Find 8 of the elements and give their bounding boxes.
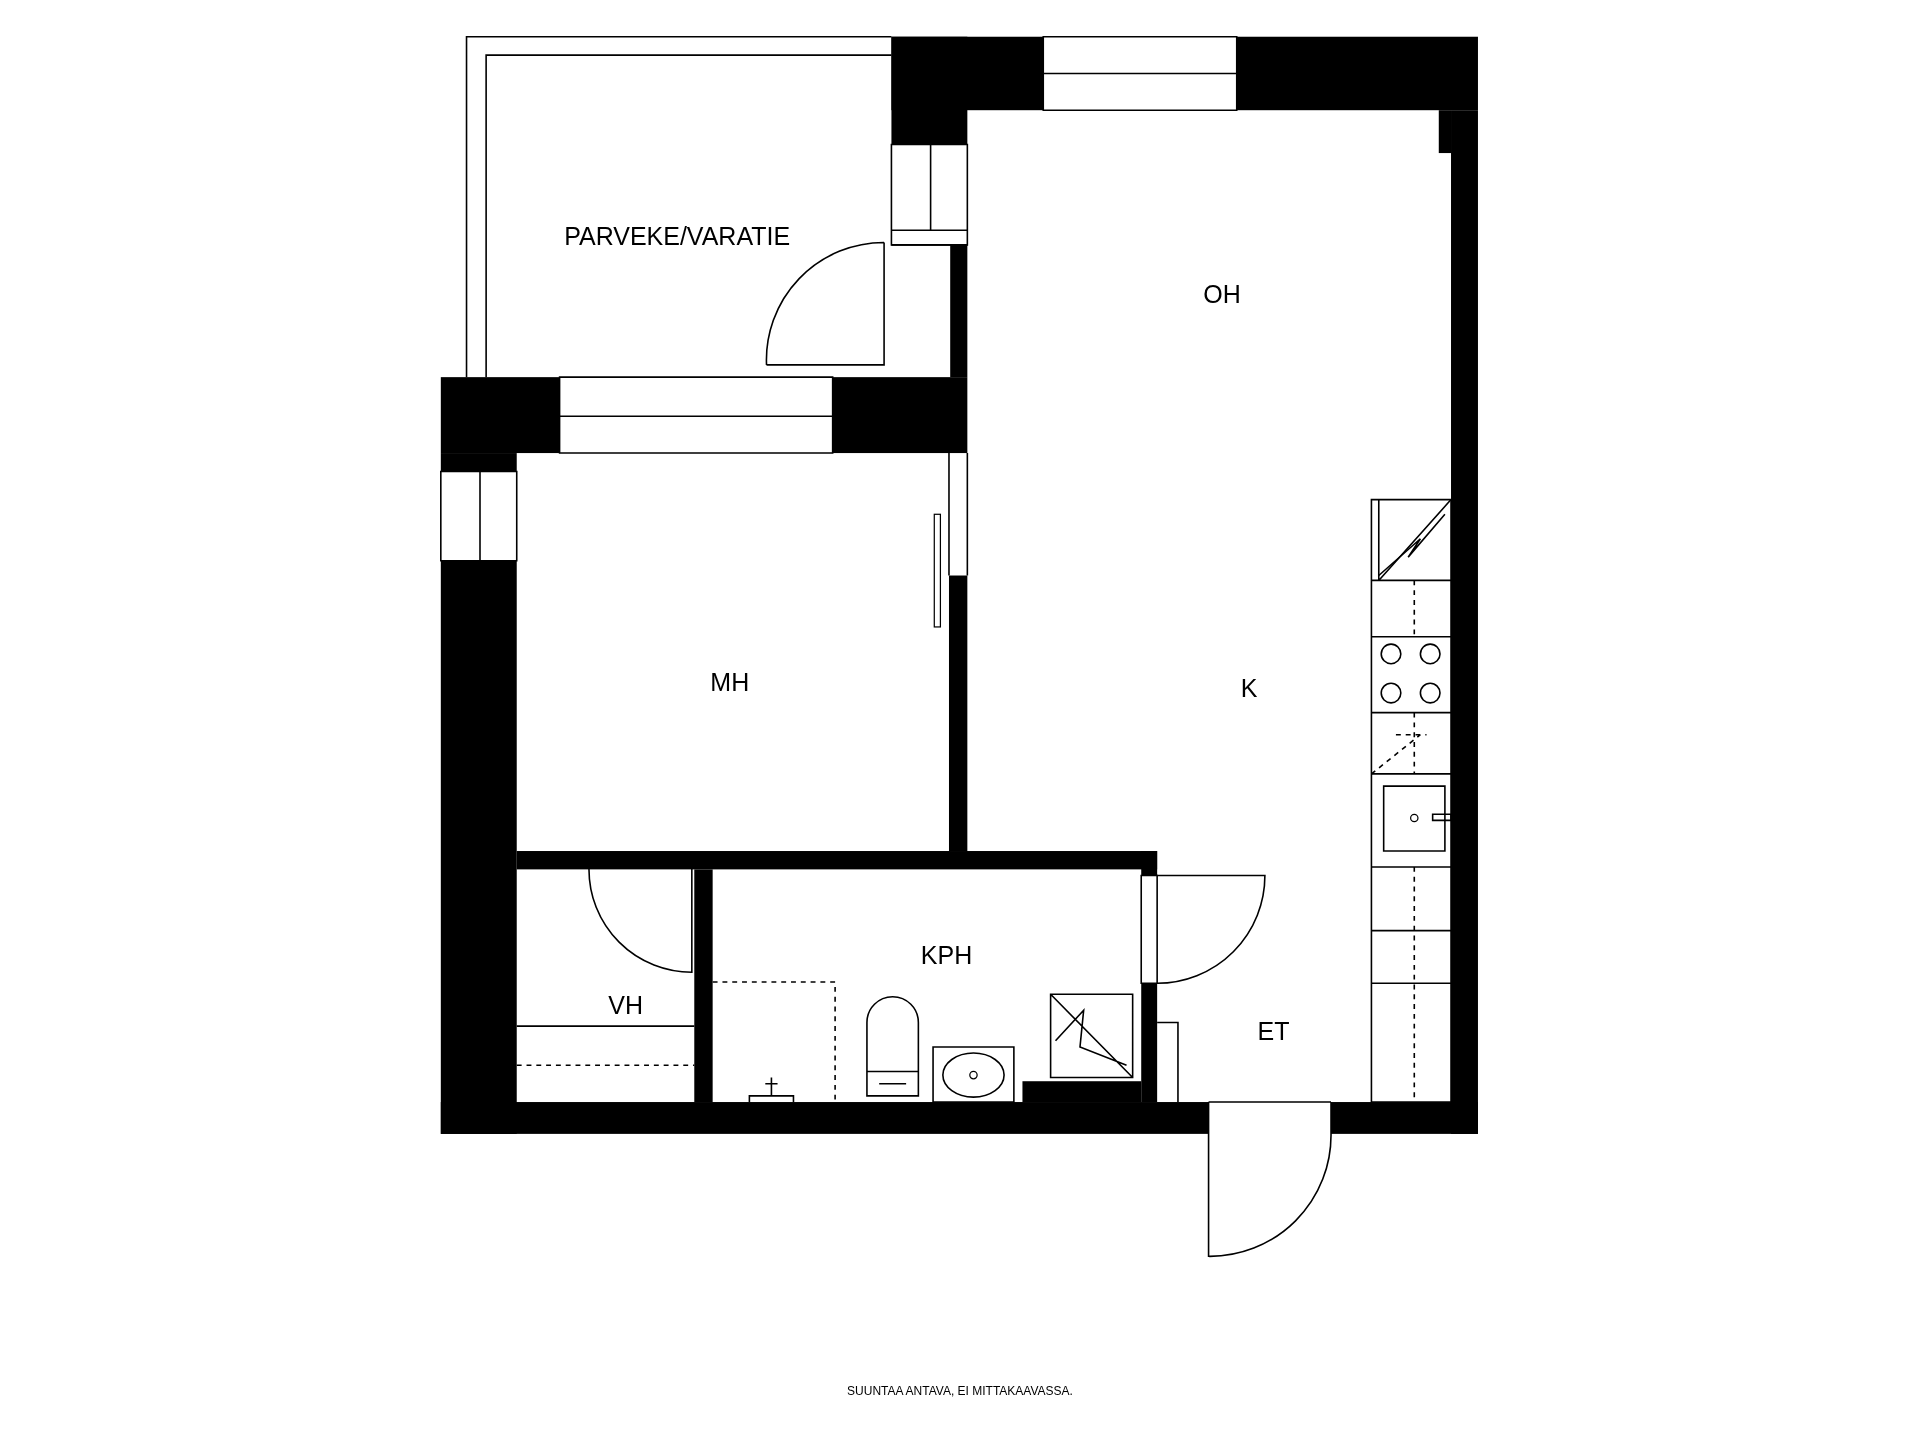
room-label: ET bbox=[1257, 1016, 1290, 1046]
room-label: MH bbox=[710, 667, 750, 697]
room-label: VH bbox=[608, 990, 644, 1020]
room-label: OH bbox=[1203, 279, 1241, 309]
note-text: SUUNTAA ANTAVA, EI MITTAKAAVASSA. bbox=[847, 1384, 1073, 1398]
room-label: KPH bbox=[920, 940, 973, 970]
room-label: K bbox=[1240, 673, 1258, 703]
room-label: PARVEKE/VARATIE bbox=[564, 221, 791, 251]
